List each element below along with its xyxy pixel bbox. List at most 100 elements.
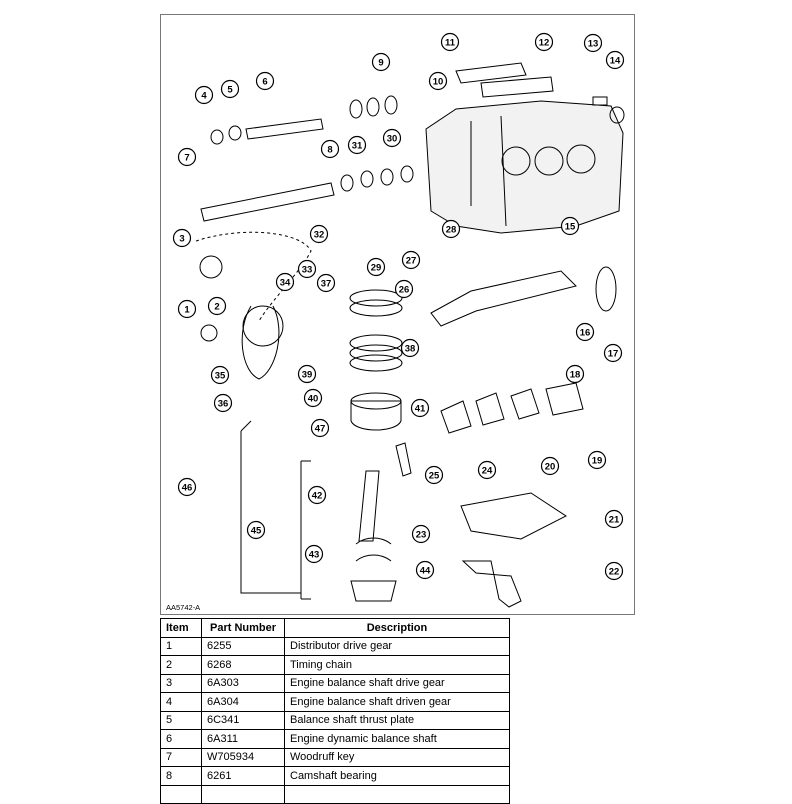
callout-number: 22 (609, 566, 620, 577)
callout-35: 35 (210, 365, 230, 385)
callout-number: 24 (482, 465, 493, 476)
callout-15: 15 (560, 216, 580, 236)
callout-circle (411, 524, 431, 544)
callout-circle (575, 322, 595, 342)
callout-circle (220, 79, 240, 99)
callout-11: 11 (440, 32, 460, 52)
callout-33: 33 (297, 259, 317, 279)
callout-circle (605, 50, 625, 70)
cell-item (160, 784, 202, 804)
callout-1: 1 (177, 299, 197, 319)
cell-item: 1 (160, 636, 202, 656)
valve-lifter-guide (455, 62, 527, 84)
callout-number: 39 (302, 369, 313, 380)
callout-number: 9 (378, 57, 383, 68)
cell-description: Engine balance shaft drive gear (284, 673, 510, 693)
rod-bearings (355, 537, 392, 562)
callout-44: 44 (415, 560, 435, 580)
callout-circle (371, 52, 391, 72)
callout-number: 16 (580, 327, 591, 338)
callout-number: 12 (539, 37, 550, 48)
callout-number: 44 (420, 565, 431, 576)
callout-circle (310, 418, 330, 438)
callout-4: 4 (194, 85, 214, 105)
plug (592, 96, 608, 106)
callout-number: 5 (227, 84, 233, 95)
callout-circle (440, 32, 460, 52)
cell-description: Balance shaft thrust plate (284, 710, 510, 730)
cell-item: 2 (160, 655, 202, 675)
callout-circle (410, 398, 430, 418)
cell-part-number: 6268 (201, 655, 285, 675)
cell-part-number: W705934 (201, 747, 285, 767)
header-item: Item (160, 618, 202, 638)
callout-circle (603, 343, 623, 363)
callout-number: 35 (215, 370, 226, 381)
callout-26: 26 (394, 279, 414, 299)
cell-description: Woodruff key (284, 747, 510, 767)
cell-item: 7 (160, 747, 202, 767)
callout-circle (415, 560, 435, 580)
cell-description: Timing chain (284, 655, 510, 675)
callout-number: 36 (218, 398, 229, 409)
rear-seal (595, 266, 617, 312)
callout-number: 19 (592, 455, 603, 466)
crankshaft (430, 270, 577, 327)
callout-number: 14 (610, 55, 621, 66)
callout-number: 46 (182, 482, 193, 493)
callout-number: 1 (184, 304, 190, 315)
bracket-45 (300, 460, 311, 600)
callout-22: 22 (604, 561, 624, 581)
callout-number: 7 (184, 152, 189, 163)
callout-32: 32 (309, 224, 329, 244)
callout-number: 10 (433, 76, 444, 87)
cell-part-number: 6A304 (201, 692, 285, 712)
callout-circle (604, 561, 624, 581)
callout-7: 7 (177, 147, 197, 167)
callout-number: 8 (327, 144, 332, 155)
callout-12: 12 (534, 32, 554, 52)
engine-block (425, 100, 624, 234)
callout-circle (401, 250, 421, 270)
callout-circle (304, 544, 324, 564)
cell-description: Engine dynamic balance shaft (284, 729, 510, 749)
callout-46: 46 (177, 477, 197, 497)
callout-47: 47 (310, 418, 330, 438)
callout-number: 23 (416, 529, 427, 540)
callout-2: 2 (207, 296, 227, 316)
cell-part-number: 6261 (201, 766, 285, 786)
cell-part-number: 6255 (201, 636, 285, 656)
callout-14: 14 (605, 50, 625, 70)
callout-circle (303, 388, 323, 408)
piston (350, 400, 402, 431)
callout-number: 2 (214, 301, 219, 312)
callout-circle (213, 393, 233, 413)
table-row (160, 784, 510, 804)
cell-part-number: 6A303 (201, 673, 285, 693)
cell-part-number: 6C341 (201, 710, 285, 730)
callout-8: 8 (320, 139, 340, 159)
callout-number: 13 (588, 38, 599, 49)
callout-circle (565, 364, 585, 384)
table-header-row: Item Part Number Description (160, 618, 510, 638)
callout-number: 20 (545, 461, 556, 472)
callout-number: 28 (446, 224, 457, 235)
timing-chain (241, 305, 280, 380)
callout-circle (207, 296, 227, 316)
callout-number: 37 (321, 278, 332, 289)
callout-23: 23 (411, 524, 431, 544)
cell-item: 5 (160, 710, 202, 730)
callout-circle (275, 272, 295, 292)
callout-circle (177, 147, 197, 167)
callout-circle (534, 32, 554, 52)
cell-item: 3 (160, 673, 202, 693)
callout-circle (309, 224, 329, 244)
rod-cap (350, 580, 397, 602)
callout-10: 10 (428, 71, 448, 91)
callout-number: 45 (251, 525, 262, 536)
